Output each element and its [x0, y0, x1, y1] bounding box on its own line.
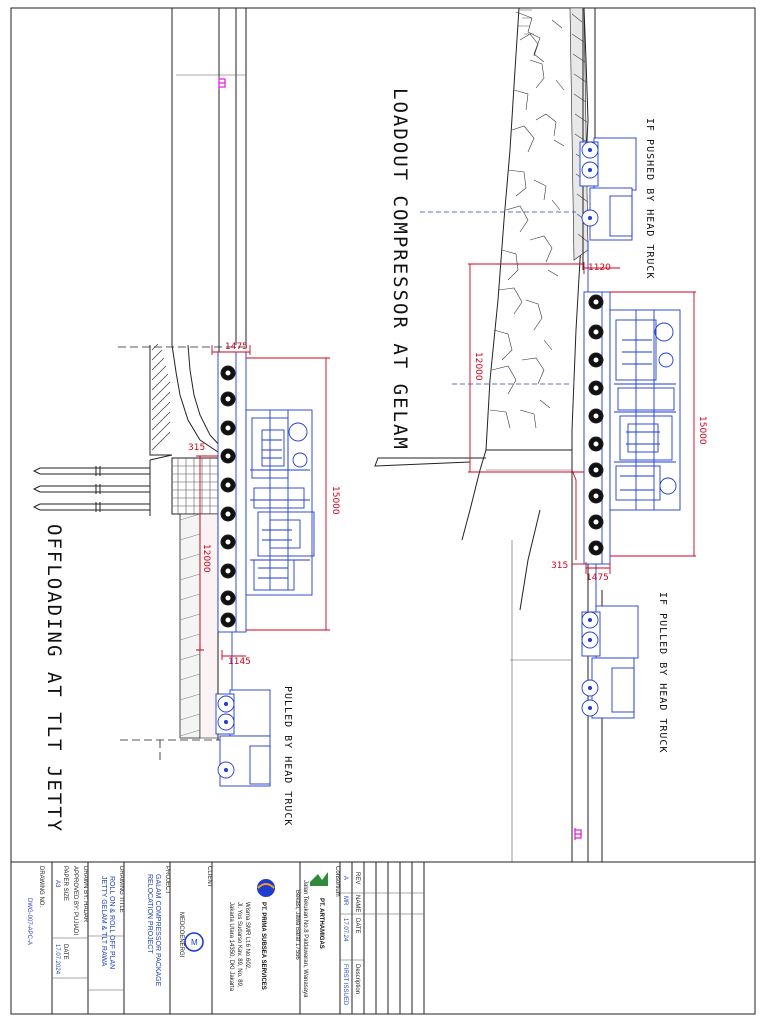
arthamigas-address-1: Jalan Tekukan No.8 Paldawaran, Wanasaya [302, 880, 308, 998]
head-truck-left [215, 632, 271, 787]
jetty-deck [118, 343, 246, 740]
client-label: CLIENT [206, 866, 212, 888]
sheet-border [10, 7, 756, 1015]
dim-left-315: 315 [188, 443, 205, 453]
paper-size-value: A3 [54, 880, 60, 888]
primasubsea-address-1: Wisma SMR Lt.6 No.602, [244, 902, 250, 970]
primasubsea-name: PT. PRIMA SUBSEA SERVICES [260, 902, 266, 990]
rev-value: A [342, 876, 348, 880]
project-line-2: RELOCATION PROJECT [146, 874, 153, 954]
dimension-lines-left [196, 345, 330, 660]
dim-left-1475: 1475 [225, 342, 248, 352]
dim-right-1120: 1120 [588, 263, 611, 273]
primasubsea-address-3: Jakarta Utara 14350, DKI Jakarta [228, 902, 234, 992]
label-offloading: OFFLOADING AT TLT JETTY [43, 524, 65, 833]
dimension-lines-right [468, 262, 696, 574]
dim-left-15000: 15000 [330, 486, 340, 515]
rev-desc-value: FIRST ISSUED [342, 964, 348, 1006]
offloading-view: 1475 15000 12000 1145 315 OFFLOADING AT … [32, 8, 340, 833]
bollard-marker-top [218, 77, 226, 89]
date-label: DATE [62, 944, 68, 960]
date-value: 17.07.2024 [54, 944, 60, 975]
rev-name-value: MR [342, 896, 348, 906]
svg-text:M: M [191, 938, 198, 947]
head-truck-pulling [581, 564, 639, 719]
client-name: MEDCOENERGI [178, 912, 184, 958]
dim-right-315: 315 [551, 561, 568, 571]
project-label: PROJECT [164, 866, 170, 894]
project-line-1: GALAM COMPRESSOR PACKAGE [154, 874, 161, 987]
drawing-no-value: DWG-007-APC-A [26, 898, 32, 945]
primasubsea-address-2: Jl. Yos Sudarso Kav. 89, No. 89, [236, 902, 242, 988]
drawing-title-line-1: ROLL ON & ROLL OFF PLAN [108, 876, 115, 969]
drawing-title-line-2: JETTY GELAM & TLT RAWA [100, 876, 107, 967]
drawing-no-label: DRAWING NO. [38, 866, 44, 907]
title-block: A MR 17.07.24 FIRST ISSUED REV NAME DATE… [11, 861, 755, 1014]
dim-left-1145: 1145 [228, 657, 251, 667]
jetty-piles [32, 454, 173, 516]
paper-size-label: PAPER SIZE [62, 866, 68, 901]
desc-header: Description [354, 964, 360, 994]
dim-right-1475: 1475 [586, 573, 609, 583]
label-loadout: LOADOUT COMPRESSOR AT GELAM [389, 88, 411, 451]
loadout-view: 1120 12000 15000 315 1475 LOADOUT COMPRE… [374, 7, 707, 862]
label-pulled-left: PULLED BY HEAD TRUCK [282, 686, 293, 826]
dim-right-15000: 15000 [697, 416, 707, 445]
arthamigas-address-2: Bekasi, Jawa Barat 17556 [294, 890, 300, 960]
head-truck-pushing [579, 137, 637, 292]
approved-by: APPROVED BY: PUJIADI [72, 866, 78, 935]
date-header: DATE [354, 918, 360, 934]
label-pushed: IF PUSHED BY HEAD TRUCK [644, 118, 655, 279]
spmt-trailer-left [217, 351, 247, 633]
dim-left-12000: 12000 [201, 544, 211, 573]
spmt-trailer-right [583, 291, 611, 565]
compressor-package-left [245, 409, 315, 596]
compressor-package-right [609, 309, 681, 511]
drawn-by: DRAWN BY: HADAR [82, 866, 88, 923]
name-header: NAME [354, 895, 360, 912]
consortium-label: Consortium [334, 866, 340, 897]
rev-date-value: 17.07.24 [342, 918, 348, 942]
primasubsea-logo [257, 879, 275, 897]
medcoenergi-logo: M [184, 932, 204, 952]
dim-right-12000: 12000 [473, 352, 483, 381]
arthamigas-name: PT. ARTHAMIGAS [318, 898, 324, 949]
drawing-title-label: DRAWING TITLE [118, 866, 124, 913]
rev-header: REV [354, 872, 360, 884]
label-pulled-right: IF PULLED BY HEAD TRUCK [657, 592, 668, 753]
arthamigas-logo [310, 872, 328, 886]
bollard-marker-bottom [574, 828, 582, 840]
